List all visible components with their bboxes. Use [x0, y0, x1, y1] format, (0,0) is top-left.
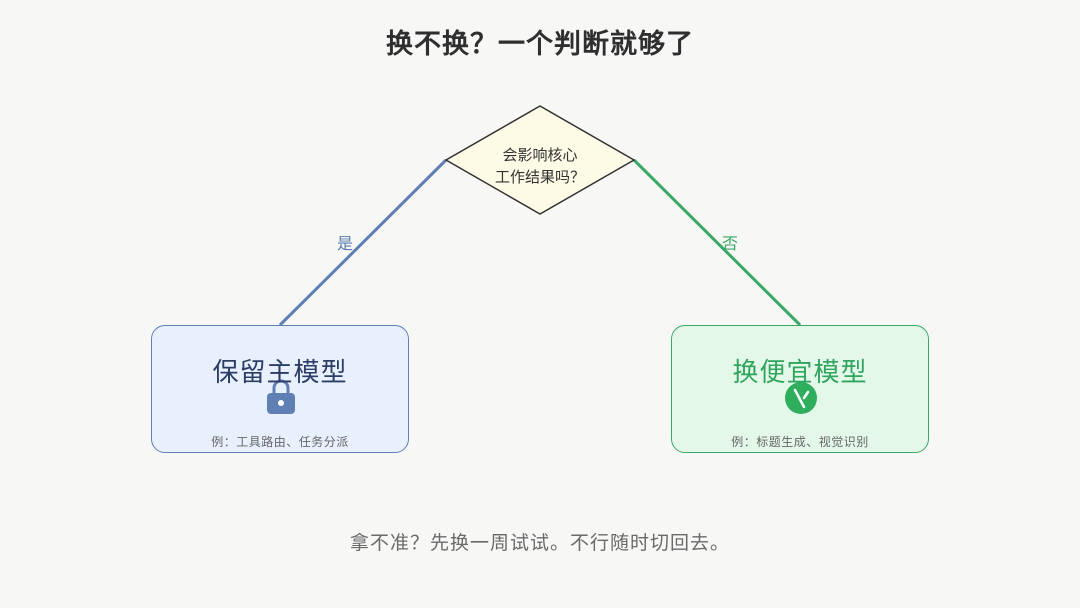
- yes-branch-line: [278, 158, 448, 327]
- decision-question-line1: 会影响核心: [502, 146, 578, 164]
- footer-note: 拿不准？先换一周试试。不行随时切回去。: [349, 532, 730, 554]
- keep-main-model-box: 保留主模型 例：工具路由、任务分派: [151, 325, 409, 453]
- lock-icon: [267, 379, 295, 414]
- switch-cheap-model-box: 换便宜模型 例：标题生成、视觉识别: [671, 325, 929, 453]
- switch-cheap-model-example: 例：标题生成、视觉识别: [731, 435, 869, 449]
- yes-label: 是: [337, 234, 354, 253]
- keep-main-model-example: 例：工具路由、任务分派: [211, 435, 349, 449]
- pencil-check-icon: [785, 382, 817, 414]
- no-label: 否: [722, 234, 739, 253]
- keep-main-model-title: 保留主模型: [212, 358, 348, 388]
- decision-question: 会影响核心 工作结果吗？: [460, 144, 620, 188]
- decision-diamond: [444, 105, 636, 215]
- page-title: 换不换？一个判断就够了: [386, 29, 694, 60]
- switch-cheap-model-title: 换便宜模型: [732, 358, 868, 388]
- decision-question-line2: 工作结果吗？: [494, 168, 585, 186]
- no-branch-line: [632, 158, 802, 327]
